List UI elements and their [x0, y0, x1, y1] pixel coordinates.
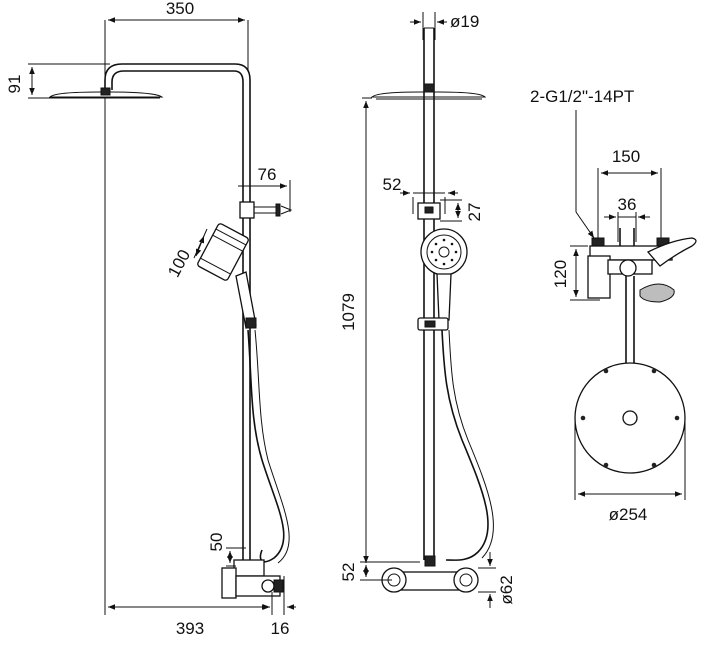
dim-head-diameter: ø254: [574, 418, 686, 524]
dim-52-holder-label: 52: [383, 175, 402, 194]
holder-bracket-side: [239, 201, 293, 219]
hose-front: [441, 329, 489, 561]
dim-depth: 120: [551, 245, 600, 301]
dim-mixer-height: 50: [207, 533, 246, 567]
dim-mixer-front: 52: [339, 561, 420, 582]
rain-head-side: [48, 87, 164, 99]
dim-handshower: 100: [164, 228, 208, 280]
mixer-top: [587, 228, 697, 303]
dim-350-label: 350: [166, 0, 194, 18]
holder-bracket-front: 52 27: [383, 175, 484, 222]
dim-150-label: 150: [612, 147, 640, 166]
rain-head-top: [574, 362, 686, 474]
hand-shower-side: [197, 223, 257, 329]
hose-side: [247, 329, 285, 563]
dim-wall-offset: 16: [258, 604, 296, 638]
dim-o62-label: ø62: [497, 575, 516, 604]
dim-escutcheon: ø62: [478, 552, 516, 608]
dim-width-top: 350: [104, 0, 249, 88]
rain-head-front: [370, 91, 487, 100]
dim-120-label: 120: [551, 260, 570, 288]
dim-27-label: 27: [465, 203, 484, 222]
dim-holder-depth: 76: [238, 165, 291, 212]
dim-16-label: 16: [271, 619, 290, 638]
dim-projection: 393: [108, 604, 269, 638]
dim-36-label: 36: [618, 195, 637, 214]
dim-1079-label: 1079: [339, 293, 358, 331]
shower-arm: [104, 63, 251, 560]
hand-shower-front: [417, 228, 468, 331]
dim-91-label: 91: [5, 75, 24, 94]
dim-76-label: 76: [258, 165, 277, 184]
dim-head-height: 91: [5, 63, 110, 99]
dim-pipe-diameter: ø19: [410, 12, 479, 40]
front-view: ø19 1079 52: [339, 12, 516, 608]
dim-393-label: 393: [176, 619, 204, 638]
dim-o254-label: ø254: [609, 505, 648, 524]
mixer-front: [381, 555, 479, 593]
dim-inner: 36: [604, 195, 650, 242]
dim-100-label: 100: [164, 246, 194, 280]
dim-centers: 150: [597, 147, 662, 242]
mixer-side: [221, 559, 285, 615]
dim-total-height: 1079: [339, 101, 369, 563]
dim-50-label: 50: [207, 533, 226, 552]
side-view: 350 91 76: [5, 0, 296, 638]
dim-o19-label: ø19: [450, 12, 479, 31]
dim-52-mixer-label: 52: [339, 563, 358, 582]
thread-spec-label: 2-G1/2"-14PT: [530, 87, 634, 106]
top-view: 2-G1/2"-14PT 150 36: [530, 87, 697, 524]
